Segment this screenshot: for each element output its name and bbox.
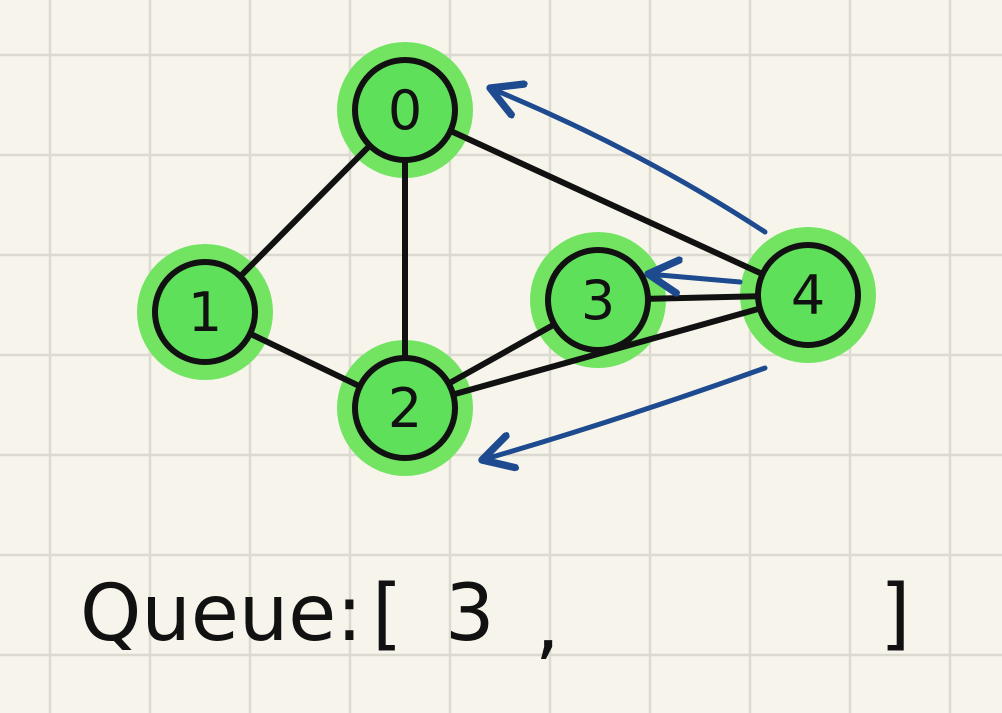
node-circle [152, 259, 258, 365]
node-2: 2 [352, 355, 458, 461]
node-circle [545, 247, 651, 353]
traversal-arrow-4-0 [490, 88, 768, 235]
node-label: 2 [388, 377, 422, 440]
queue-label: Queue: [80, 569, 363, 659]
node-circle [352, 355, 458, 461]
queue: Queue: [ 3 , ] [80, 569, 910, 669]
node-4: 4 [755, 242, 861, 348]
node-circle [755, 242, 861, 348]
node-1: 1 [152, 259, 258, 365]
queue-close-bracket: ] [880, 569, 910, 659]
edge-0-4 [402, 107, 811, 298]
traversal-arrow-4-2 [482, 365, 768, 460]
queue-separator: , [535, 579, 560, 669]
node-label: 3 [581, 269, 615, 332]
node-label: 1 [188, 281, 222, 344]
traversal-arrow-4-3 [648, 274, 743, 282]
node-label: 4 [791, 264, 825, 327]
node-3: 3 [545, 247, 651, 353]
node-0: 0 [352, 57, 458, 163]
traversal-arrows [482, 88, 768, 460]
queue-open-bracket: [ [372, 569, 402, 659]
node-label: 0 [388, 79, 422, 142]
nodes: 0 1 2 3 4 [152, 57, 861, 461]
queue-item: 3 [445, 569, 495, 659]
visited-highlights [137, 42, 876, 476]
node-circle [352, 57, 458, 163]
